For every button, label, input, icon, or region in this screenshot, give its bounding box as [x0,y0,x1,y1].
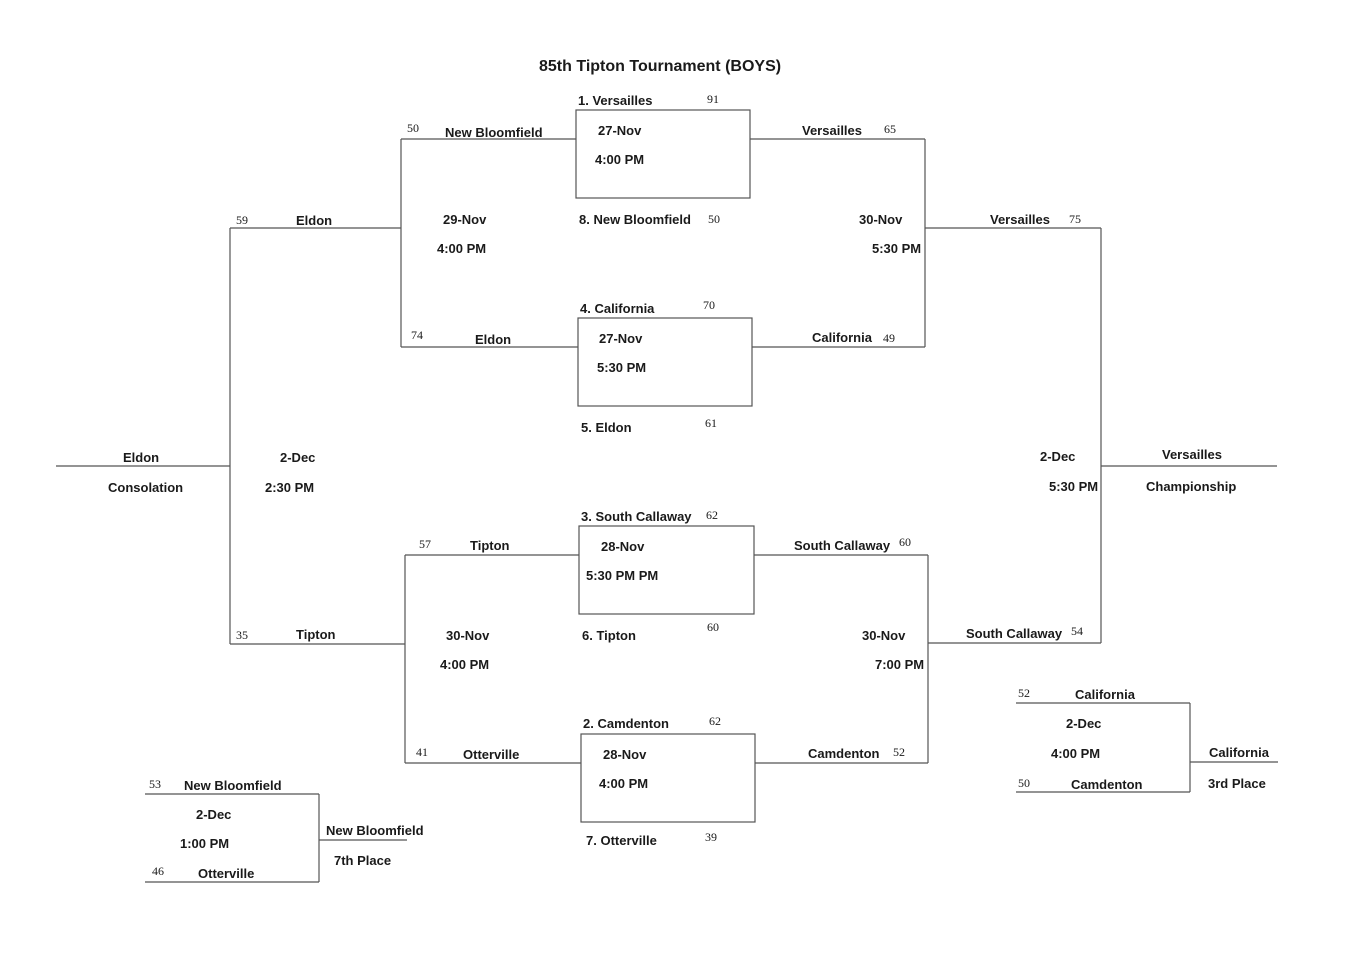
game-time: 4:00 PM [1051,746,1101,761]
seventh-place-label: 7th Place [334,853,392,868]
team-name: Tipton [470,538,510,553]
game-time: 5:30 PM [872,241,922,256]
game-time: 4:00 PM [437,241,487,256]
score: 59 [236,213,248,227]
score: 50 [407,121,419,135]
score: 52 [1018,686,1030,700]
third-place-label: 3rd Place [1208,776,1266,791]
seed-label: 2. Camdenton [583,716,669,731]
score: 57 [419,537,431,551]
game-date: 29-Nov [443,212,487,227]
game-date: 2-Dec [280,450,316,465]
team-name: New Bloomfield [445,125,543,140]
seed-label: 4. California [580,301,655,316]
game-date: 28-Nov [601,539,645,554]
tournament-title: 85th Tipton Tournament (BOYS) [539,58,782,75]
game-date: 30-Nov [446,628,490,643]
game-box-4v5 [577,317,753,407]
score: 52 [893,745,905,759]
consolation-label: Consolation [108,480,184,495]
game-date: 27-Nov [599,331,643,346]
team-name: Camdenton [808,746,880,761]
game-time: 5:30 PM [1049,479,1099,494]
score: 50 [1018,776,1030,790]
team-name: California [1075,687,1135,702]
game-date: 30-Nov [859,212,903,227]
score: 62 [706,508,718,522]
game-time: 4:00 PM [595,152,645,167]
game-time: 5:30 PM [597,360,647,375]
game-date: 27-Nov [598,123,642,138]
team-name: Tipton [296,627,336,642]
seed-label: 8. New Bloomfield [579,212,691,227]
team-name: New Bloomfield [184,778,282,793]
seed-label: 5. Eldon [581,420,632,435]
score: 74 [411,328,423,342]
champion-name: Versailles [1162,447,1222,462]
game-date: 2-Dec [196,807,232,822]
team-name: California [812,330,872,345]
team-name: South Callaway [966,626,1063,641]
team-name: Eldon [296,213,333,228]
team-name: Eldon [475,332,512,347]
game-date: 28-Nov [603,747,647,762]
score: 91 [707,92,719,106]
score: 35 [236,628,248,642]
game-time: 7:00 PM [875,657,925,672]
game-box-1v8 [575,109,751,199]
score: 53 [149,777,161,791]
team-name: Versailles [990,212,1050,227]
team-name: Camdenton [1071,777,1143,792]
seed-label: 7. Otterville [586,833,657,848]
score: 62 [709,714,721,728]
game-time: 4:00 PM [599,776,649,791]
game-time: 5:30 PM PM [586,568,659,583]
score: 61 [705,416,717,430]
team-name: South Callaway [794,538,891,553]
consolation-winner: Eldon [123,450,160,465]
score: 65 [884,122,896,136]
seed-label: 1. Versailles [578,93,653,108]
score: 60 [899,535,911,549]
score: 54 [1071,624,1083,638]
score: 41 [416,745,428,759]
seed-label: 6. Tipton [582,628,636,643]
game-time: 4:00 PM [440,657,490,672]
game-box-2v7 [580,733,756,823]
score: 39 [705,830,717,844]
third-place-winner: California [1209,745,1269,760]
team-name: Versailles [802,123,862,138]
score: 70 [703,298,715,312]
championship-label: Championship [1146,479,1237,494]
team-name: Otterville [463,747,520,762]
score: 60 [707,620,719,634]
score: 49 [883,331,895,345]
seed-label: 3. South Callaway [581,509,692,524]
score: 75 [1069,212,1081,226]
game-date: 2-Dec [1066,716,1102,731]
game-time: 1:00 PM [180,836,230,851]
seventh-place-winner: New Bloomfield [326,823,424,838]
game-date: 30-Nov [862,628,906,643]
score: 46 [152,864,164,878]
game-date: 2-Dec [1040,449,1076,464]
game-box-3v6 [578,525,755,615]
score: 50 [708,212,720,226]
team-name: Otterville [198,866,255,881]
game-time: 2:30 PM [265,480,315,495]
